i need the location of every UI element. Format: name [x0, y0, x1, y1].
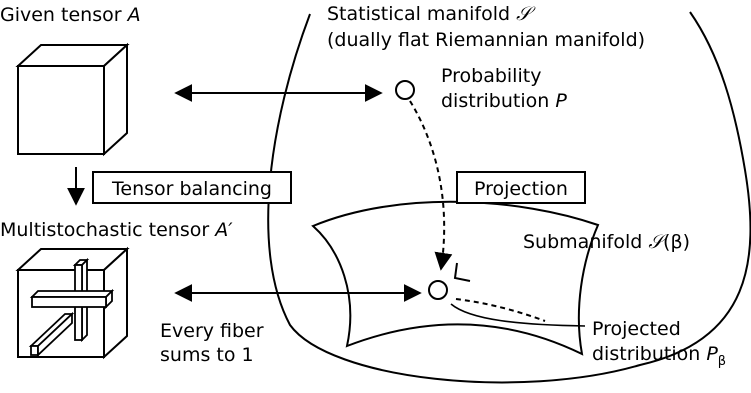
- projection-curve: [409, 100, 453, 271]
- probability-point: [395, 80, 415, 100]
- projected-label-line2: distribution Pβ: [592, 343, 726, 369]
- fiber-label-line2: sums to 1: [160, 344, 254, 366]
- manifold-outline: [267, 11, 751, 384]
- probability-label-line2: distribution P: [441, 90, 567, 112]
- fiber-bars: [28, 257, 115, 358]
- projection-box: [456, 171, 586, 204]
- submanifold-label: Submanifold 𝒮(β): [523, 231, 690, 253]
- projected-point: [428, 280, 448, 300]
- projected-label-line1: Projected: [592, 318, 681, 340]
- fiber-label-line1: Every fiber: [160, 320, 264, 342]
- tensor-balancing-label: Tensor balancing: [111, 178, 272, 200]
- manifold-title: Statistical manifold 𝒮: [327, 3, 536, 25]
- manifold-subtitle: (dually flat Riemannian manifold): [327, 29, 645, 51]
- right-angle-mark: [453, 262, 471, 282]
- submanifold-geodesic: [455, 298, 546, 322]
- projection-label: Projection: [474, 178, 568, 200]
- tensor-balancing-box: [92, 171, 292, 204]
- multistochastic-label: Multistochastic tensor A′: [0, 219, 233, 241]
- projected-leader: [450, 303, 586, 327]
- given-tensor-cube: [15, 42, 130, 157]
- probability-label-line1: Probability: [441, 65, 541, 87]
- given-tensor-label: Given tensor A: [0, 4, 141, 26]
